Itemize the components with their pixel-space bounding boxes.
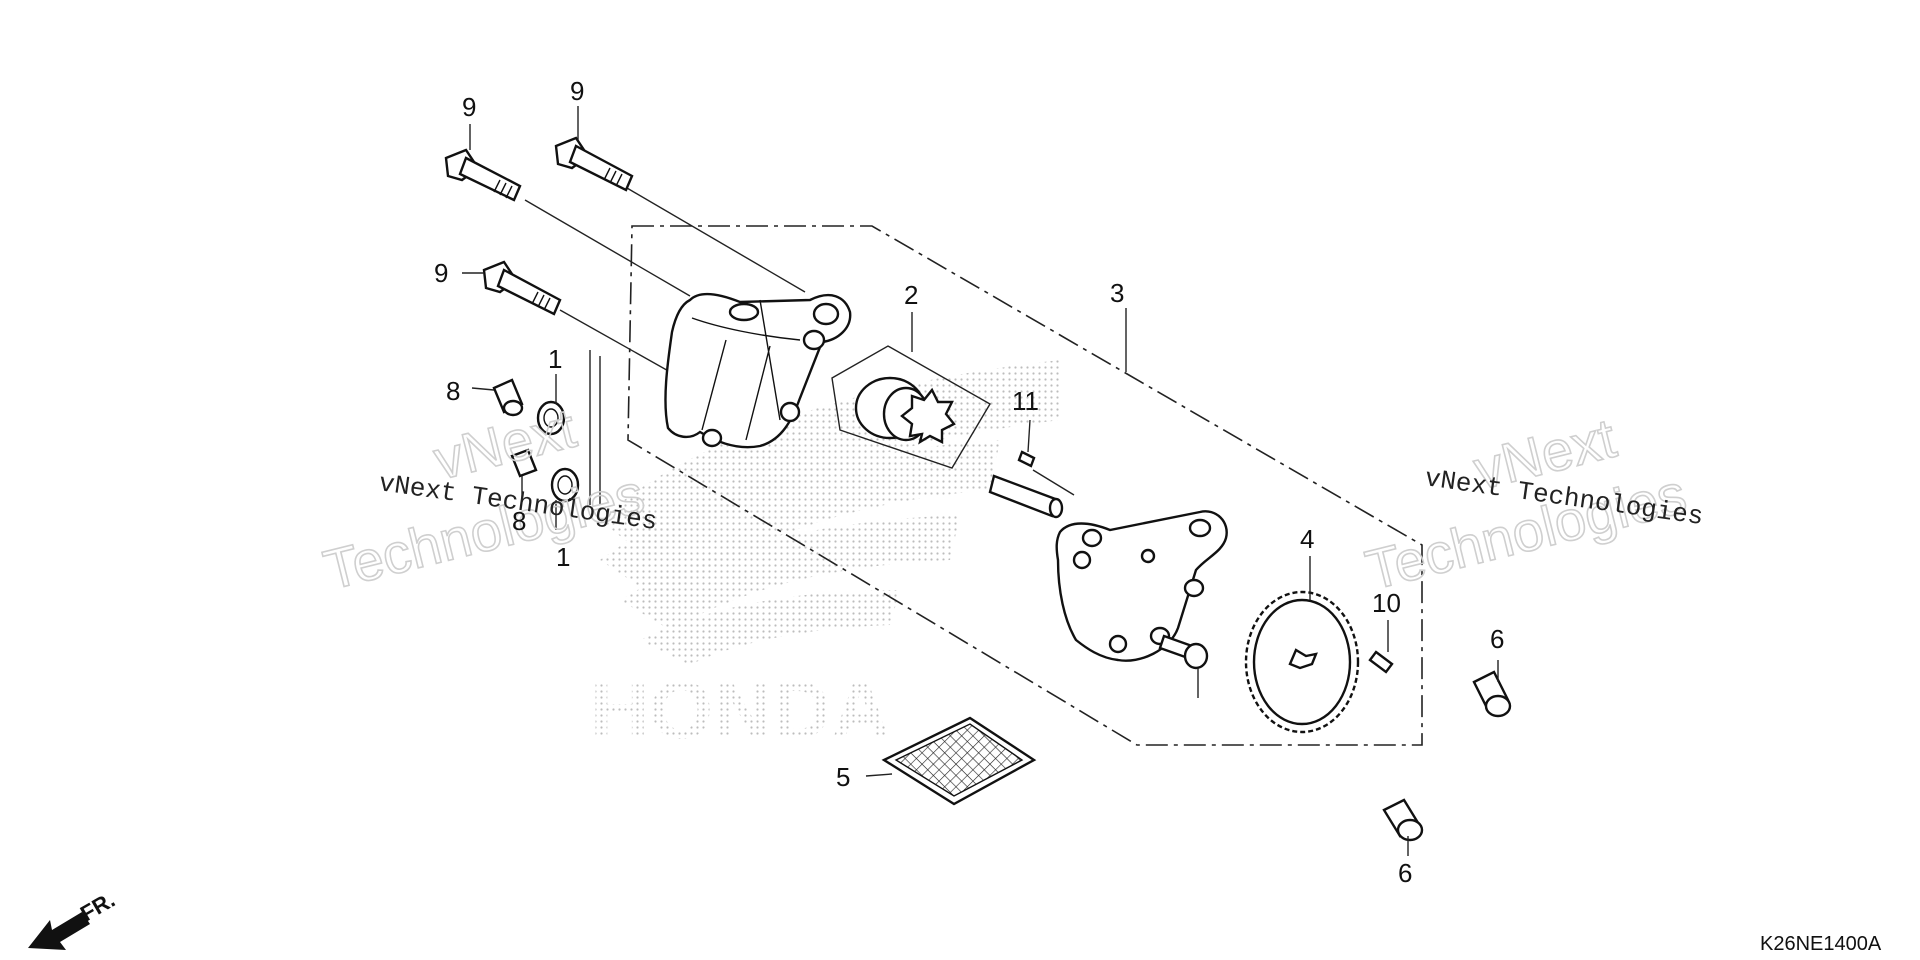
label-bolt-mid: 9 bbox=[434, 258, 448, 288]
dowel-small bbox=[510, 448, 538, 478]
bolt-top-right bbox=[554, 136, 634, 192]
pump-cover bbox=[1055, 510, 1228, 662]
leader-lines bbox=[524, 187, 1075, 505]
seal-lower bbox=[550, 467, 580, 503]
brand-watermark-text: HONDA bbox=[590, 665, 891, 756]
pin-right bbox=[1368, 650, 1394, 674]
front-arrow-icon bbox=[28, 912, 90, 950]
diagram-code: K26NE1400A bbox=[1760, 933, 1882, 955]
label-driven-gear: 4 bbox=[1300, 524, 1314, 554]
dowel-left bbox=[492, 378, 524, 417]
seal-upper bbox=[536, 400, 566, 436]
pin-center bbox=[1017, 450, 1036, 468]
cover-screw bbox=[1158, 634, 1209, 670]
label-pin-center: 11 bbox=[1012, 386, 1039, 416]
label-collar-lower: 6 bbox=[1398, 858, 1412, 888]
label-strainer: 5 bbox=[836, 762, 850, 792]
rotor-set bbox=[831, 345, 991, 469]
driven-gear bbox=[1244, 590, 1360, 734]
label-pin-right: 10 bbox=[1372, 588, 1401, 618]
watermark-left: vNext Technologies vNext Technologies bbox=[317, 395, 659, 602]
bolt-top-left bbox=[444, 148, 522, 202]
watermark-right: vNext Technologies vNext Technologies bbox=[1359, 405, 1705, 602]
callout-leaders bbox=[462, 106, 1499, 856]
label-pump-assembly: 3 bbox=[1110, 278, 1124, 308]
assembly-outline bbox=[627, 225, 1423, 746]
label-dowel-small: 8 bbox=[512, 506, 526, 536]
label-seal-upper: 1 bbox=[548, 344, 562, 374]
label-collar-upper: 6 bbox=[1490, 624, 1504, 654]
label-bolt-top-right: 9 bbox=[570, 76, 584, 106]
oil-strainer bbox=[881, 716, 1037, 806]
label-seal-lower: 1 bbox=[556, 542, 570, 572]
collar-lower bbox=[1382, 798, 1424, 842]
bolt-mid bbox=[482, 260, 562, 316]
drive-shaft bbox=[988, 474, 1064, 519]
pump-body bbox=[664, 292, 852, 449]
label-rotor-set: 2 bbox=[904, 280, 918, 310]
label-dowel-left: 8 bbox=[446, 376, 460, 406]
label-bolt-top-left: 9 bbox=[462, 92, 476, 122]
front-direction-indicator: FR. bbox=[28, 887, 119, 950]
part-labels: 9 9 9 1 1 8 8 2 3 4 5 6 6 10 11 bbox=[434, 76, 1504, 888]
collar-upper bbox=[1472, 670, 1512, 718]
